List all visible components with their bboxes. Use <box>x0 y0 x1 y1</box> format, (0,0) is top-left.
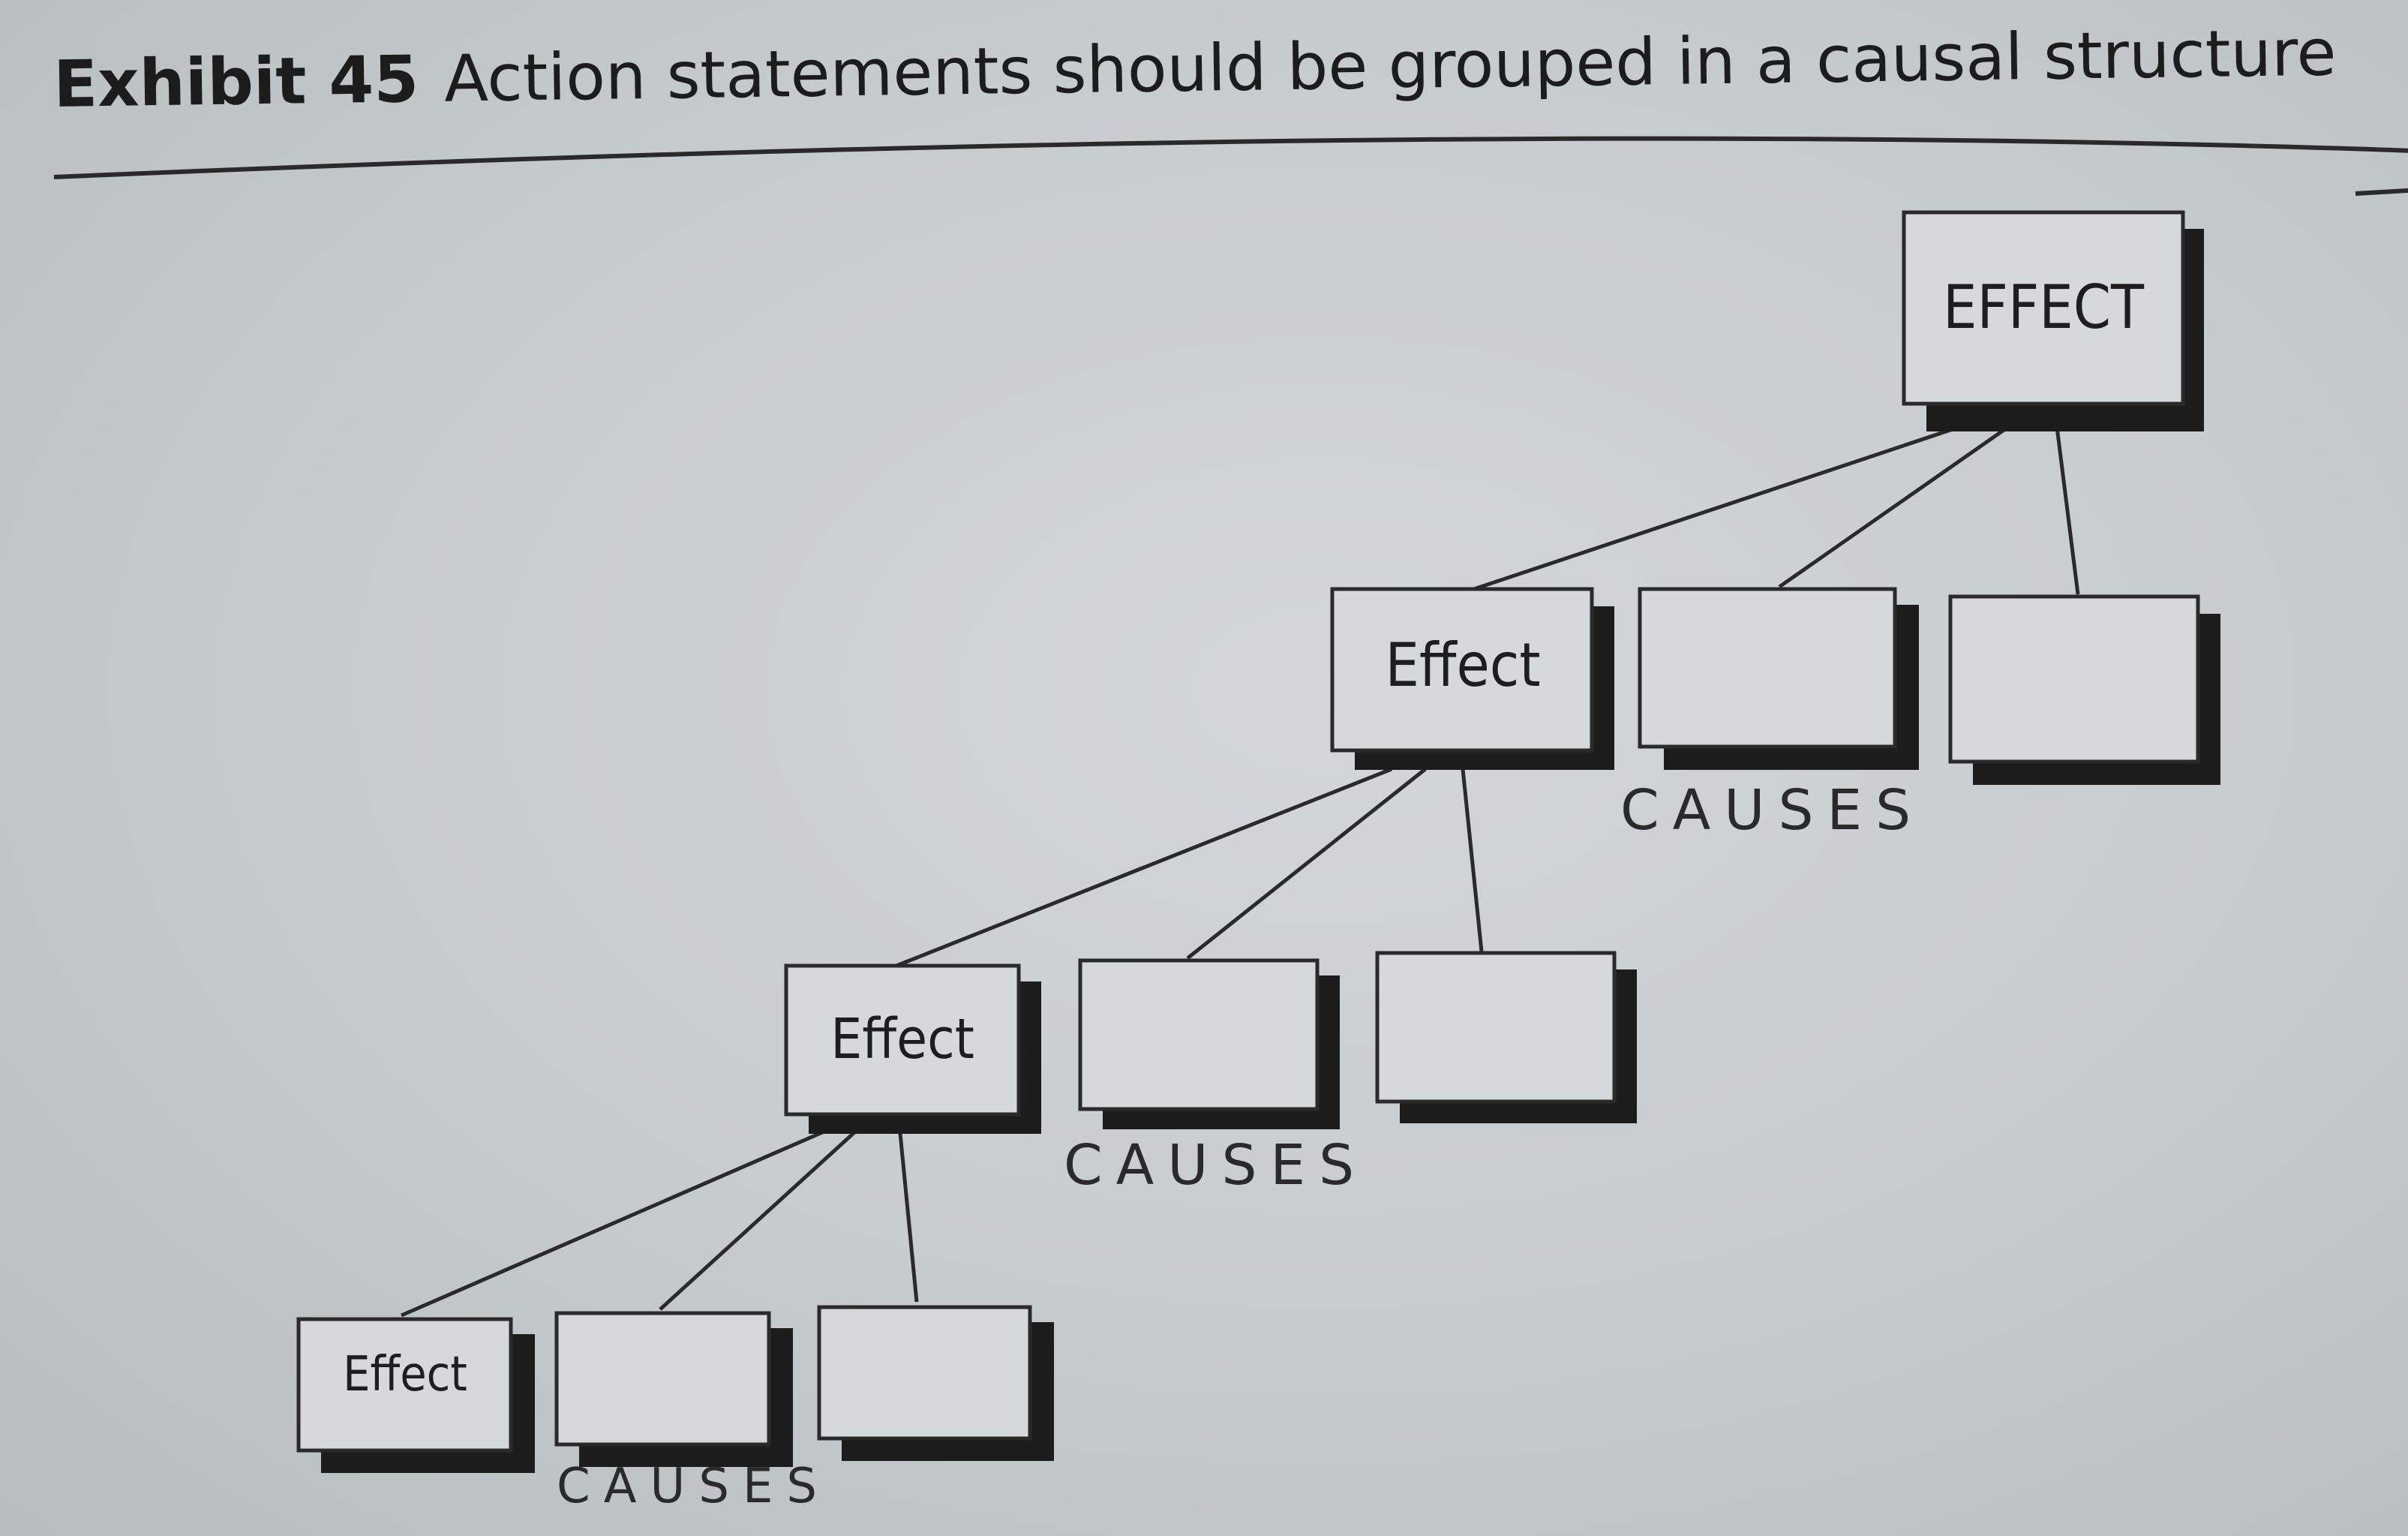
level1-effect-box: Effect <box>1330 587 1614 770</box>
connector-lines <box>401 413 2080 1318</box>
level2-effect-box: Effect <box>784 963 1041 1134</box>
level1-effect-label: Effect <box>1385 630 1540 700</box>
level3-effect-box: Effect <box>296 1317 535 1473</box>
level3-causes-label: CAUSES <box>557 1459 830 1514</box>
level1-causes-label: CAUSES <box>1620 778 1924 843</box>
level3-cause-box-2 <box>817 1305 1054 1461</box>
level1-cause-box-2 <box>1948 594 2220 785</box>
level2-cause-box-2 <box>1375 951 1637 1123</box>
caption-rule <box>53 136 2408 196</box>
level2-effect-label: Effect <box>830 1007 974 1072</box>
level3-cause-box-1 <box>554 1311 793 1467</box>
top-effect-label: EFFECT <box>1943 272 2145 342</box>
top-effect-box: EFFECT <box>1902 210 2204 431</box>
level2-cause-box-1 <box>1078 958 1340 1129</box>
level2-causes-label: CAUSES <box>1064 1133 1368 1198</box>
level3-effect-label: Effect <box>343 1347 467 1402</box>
level1-cause-box-1 <box>1638 587 1919 770</box>
